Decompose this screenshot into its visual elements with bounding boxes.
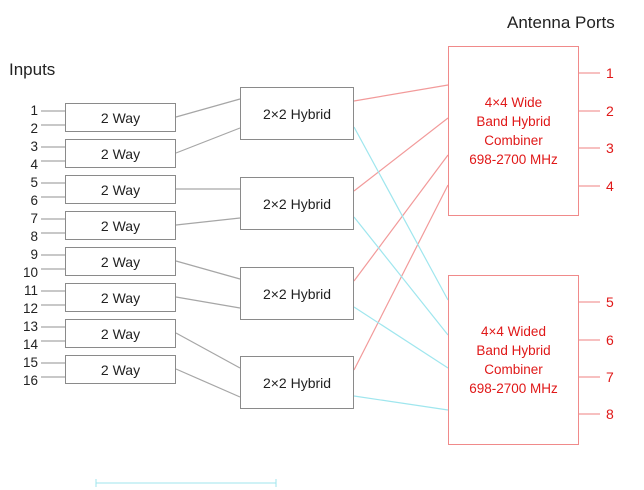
two-way-splitter: 2 Way xyxy=(65,319,176,348)
input-number: 15 xyxy=(22,355,38,370)
inputs-title: Inputs xyxy=(9,60,56,79)
input-number: 16 xyxy=(22,373,38,388)
input-number: 8 xyxy=(30,229,38,244)
hybrid-to-combiner-wire xyxy=(353,395,449,411)
input-number: 12 xyxy=(22,301,38,316)
hybrid-2x2: 2×2 Hybrid xyxy=(240,87,354,140)
input-number: 14 xyxy=(22,337,38,352)
antenna-port-number: 2 xyxy=(606,103,614,119)
hybrid-to-combiner-wire xyxy=(353,154,449,282)
two-way-splitter: 2 Way xyxy=(65,103,176,132)
splitter-to-hybrid-wire xyxy=(175,217,241,226)
combiner-2-line-2: Band Hybrid xyxy=(476,343,551,358)
input-number: 9 xyxy=(30,247,38,262)
hybrid-to-combiner-wire xyxy=(353,117,449,192)
combiner-2-line-3: Combiner xyxy=(484,362,543,377)
hybrid-to-combiner-wire xyxy=(353,306,449,369)
two-way-splitter: 2 Way xyxy=(65,247,176,276)
antenna-port-number: 7 xyxy=(606,369,614,385)
antenna-port-number: 1 xyxy=(606,65,614,81)
input-number: 4 xyxy=(30,157,38,172)
combiner-1-line-3: Combiner xyxy=(484,133,543,148)
two-way-splitter: 2 Way xyxy=(65,211,176,240)
splitter-to-hybrid-wire xyxy=(175,368,241,398)
antenna-port-number: 4 xyxy=(606,178,614,194)
input-number: 5 xyxy=(30,175,38,190)
combiner-1-line-1: 4×4 Wide xyxy=(484,95,543,110)
antenna-port-number: 6 xyxy=(606,332,614,348)
antenna-port-number: 8 xyxy=(606,406,614,422)
two-way-splitter: 2 Way xyxy=(65,175,176,204)
input-number: 7 xyxy=(30,211,38,226)
input-number: 6 xyxy=(30,193,38,208)
input-number: 2 xyxy=(30,121,38,136)
antenna-port-number: 5 xyxy=(606,294,614,310)
combiner-1-line-2: Band Hybrid xyxy=(476,114,551,129)
input-number: 13 xyxy=(22,319,38,334)
input-number: 3 xyxy=(30,139,38,154)
hybrid-to-combiner-wire xyxy=(353,126,449,301)
splitter-to-hybrid-wire xyxy=(175,98,241,118)
hybrid-to-combiner-wire xyxy=(353,84,449,102)
antenna-port-number: 3 xyxy=(606,140,614,156)
input-number: 1 xyxy=(30,103,38,118)
antenna-ports-title: Antenna Ports xyxy=(507,13,615,32)
two-way-splitter: 2 Way xyxy=(65,139,176,168)
wideband-hybrid-combiner-1: 4×4 Wide Band Hybrid Combiner 698-2700 M… xyxy=(448,46,579,216)
input-number: 10 xyxy=(22,265,38,280)
hybrid-2x2: 2×2 Hybrid xyxy=(240,177,354,230)
splitter-to-hybrid-wire xyxy=(175,260,241,280)
two-way-splitter: 2 Way xyxy=(65,283,176,312)
hybrid-to-combiner-wire xyxy=(353,216,449,336)
input-number: 11 xyxy=(23,283,38,298)
wideband-hybrid-combiner-2: 4×4 Wided Band Hybrid Combiner 698-2700 … xyxy=(448,275,579,445)
combiner-1-line-4: 698-2700 MHz xyxy=(469,152,558,167)
splitter-to-hybrid-wire xyxy=(175,127,241,154)
hybrid-2x2: 2×2 Hybrid xyxy=(240,356,354,409)
two-way-splitter: 2 Way xyxy=(65,355,176,384)
hybrid-to-combiner-wire xyxy=(353,184,449,371)
hybrid-2x2: 2×2 Hybrid xyxy=(240,267,354,320)
splitter-to-hybrid-wire xyxy=(175,296,241,309)
combiner-2-line-4: 698-2700 MHz xyxy=(469,381,558,396)
combiner-2-line-1: 4×4 Wided xyxy=(481,324,546,339)
splitter-to-hybrid-wire xyxy=(175,332,241,369)
